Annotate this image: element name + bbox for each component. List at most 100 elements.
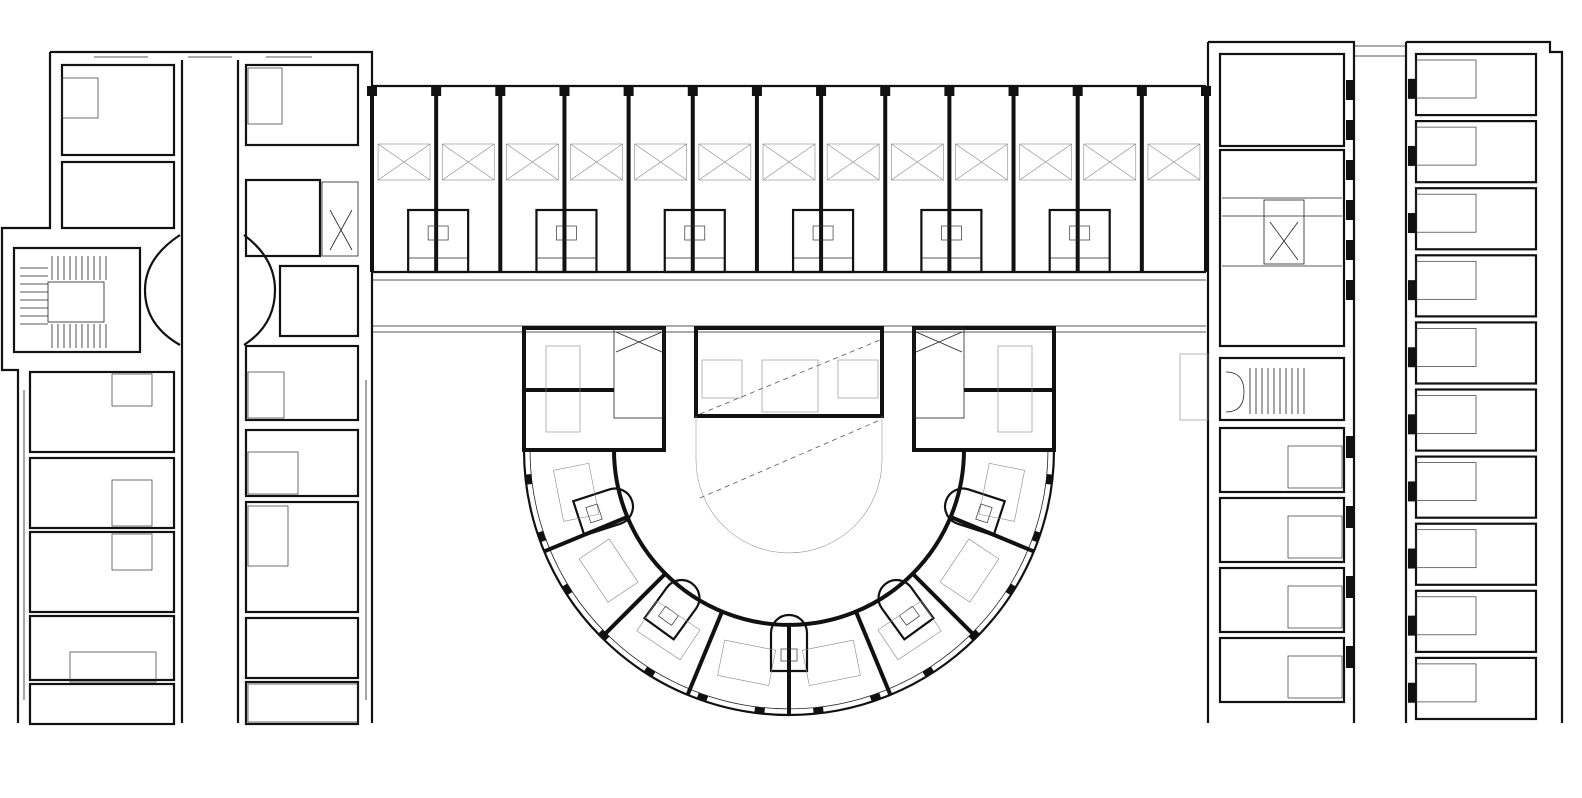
core-wall xyxy=(643,578,701,641)
bed-cross xyxy=(506,143,559,181)
bed-cross xyxy=(1147,143,1201,181)
sink-icon xyxy=(427,225,449,241)
semicircular-court xyxy=(522,326,1056,717)
facade-pier xyxy=(1408,481,1416,502)
corridor-room xyxy=(634,143,687,181)
facade-pier xyxy=(1346,80,1354,100)
sink-icon xyxy=(812,225,834,241)
bathroom-fixture xyxy=(1415,260,1477,300)
bed-outline xyxy=(1019,143,1072,181)
corridor-room xyxy=(663,143,752,274)
sink-icon xyxy=(556,225,577,241)
bed-cross xyxy=(698,143,752,181)
corridor-room xyxy=(535,143,623,274)
column-pillar xyxy=(751,86,762,96)
bed-outline xyxy=(939,538,1000,603)
corridor-room xyxy=(407,143,495,274)
column-pillar xyxy=(1008,86,1019,96)
inner-arc-corridor xyxy=(612,449,966,627)
corridor-room xyxy=(920,143,1008,274)
corridor-room xyxy=(762,143,816,181)
radial-partition xyxy=(600,572,667,639)
shower-icon xyxy=(585,503,603,524)
facade-pier xyxy=(696,692,709,702)
radial-partition xyxy=(854,610,893,696)
bathroom-pod xyxy=(663,208,726,274)
bed-cross xyxy=(826,143,880,181)
facade-pier xyxy=(1346,200,1354,220)
bed-outline xyxy=(377,143,431,181)
bed-outline xyxy=(978,462,1025,522)
column-pillar xyxy=(944,86,955,96)
facade-pier xyxy=(598,629,610,641)
east-inner-room xyxy=(1218,426,1346,494)
facade-pier xyxy=(813,706,824,714)
bed-outline xyxy=(1083,143,1137,181)
facade-pier xyxy=(1408,548,1416,569)
bed-cross xyxy=(1019,143,1072,181)
bed-outline xyxy=(698,143,752,181)
bathroom-fixture xyxy=(1415,529,1477,569)
bathroom-pod xyxy=(920,208,983,274)
bed-outline xyxy=(570,143,623,181)
facade-pier xyxy=(1346,506,1354,528)
bathroom-pod xyxy=(791,208,855,274)
room-west-05 xyxy=(278,264,360,338)
facade-pier xyxy=(1346,576,1354,598)
room-west-02 xyxy=(244,63,360,147)
facade-pier xyxy=(1346,280,1354,300)
sink-icon xyxy=(941,225,962,241)
facade-pier xyxy=(869,692,882,702)
facade-pier xyxy=(1346,120,1354,140)
bathroom-fixture xyxy=(1287,515,1343,559)
facade-pier xyxy=(1045,474,1053,485)
bed-cross xyxy=(955,143,1008,181)
column-pillar xyxy=(1136,86,1147,96)
column-pillar xyxy=(431,86,442,96)
column-pillar xyxy=(816,86,827,96)
east-inner-room xyxy=(1218,496,1346,564)
bed-cross xyxy=(377,143,431,181)
facade-pier xyxy=(1005,583,1017,596)
facade-pier xyxy=(1408,78,1416,99)
bathroom-fixture xyxy=(1287,585,1343,629)
facade-pier xyxy=(1346,240,1354,260)
facade-pier xyxy=(1031,530,1041,543)
column-pillar xyxy=(495,86,506,96)
bathroom-fixture xyxy=(1415,395,1477,434)
service-core xyxy=(571,487,635,537)
corridor-bays xyxy=(367,86,1211,274)
east-outer-rooms xyxy=(1408,52,1538,721)
east-inner-room xyxy=(1218,566,1346,634)
staircase-west xyxy=(12,246,142,354)
bathroom-pod xyxy=(407,208,470,274)
bathroom-fixture xyxy=(1415,193,1477,233)
facade-pier xyxy=(525,474,533,485)
core-wall xyxy=(571,487,635,537)
facade-pier xyxy=(1346,436,1354,458)
room-west-01 xyxy=(60,63,176,157)
bed-outline xyxy=(636,600,701,661)
column-pillar xyxy=(367,86,377,96)
east-wing-outer xyxy=(1354,40,1564,723)
bed-cross xyxy=(570,143,623,181)
bed-cross xyxy=(762,143,816,181)
room-west-04 xyxy=(244,178,322,258)
column-pillar xyxy=(1072,86,1083,96)
bed-outline xyxy=(634,143,687,181)
bed-outline xyxy=(578,538,639,603)
bed-outline xyxy=(506,143,559,181)
west-wing xyxy=(0,50,374,726)
elevator-west xyxy=(321,181,359,257)
sink-icon xyxy=(684,225,706,241)
room-west-03 xyxy=(60,160,176,230)
bathroom-fixture xyxy=(1415,126,1477,166)
shower-icon xyxy=(780,648,798,662)
bathroom-pod xyxy=(535,208,598,274)
bed-outline xyxy=(441,143,495,181)
east-inner-rooms xyxy=(1218,80,1354,704)
corridor-room xyxy=(1048,143,1137,274)
bed-outline xyxy=(717,639,777,686)
